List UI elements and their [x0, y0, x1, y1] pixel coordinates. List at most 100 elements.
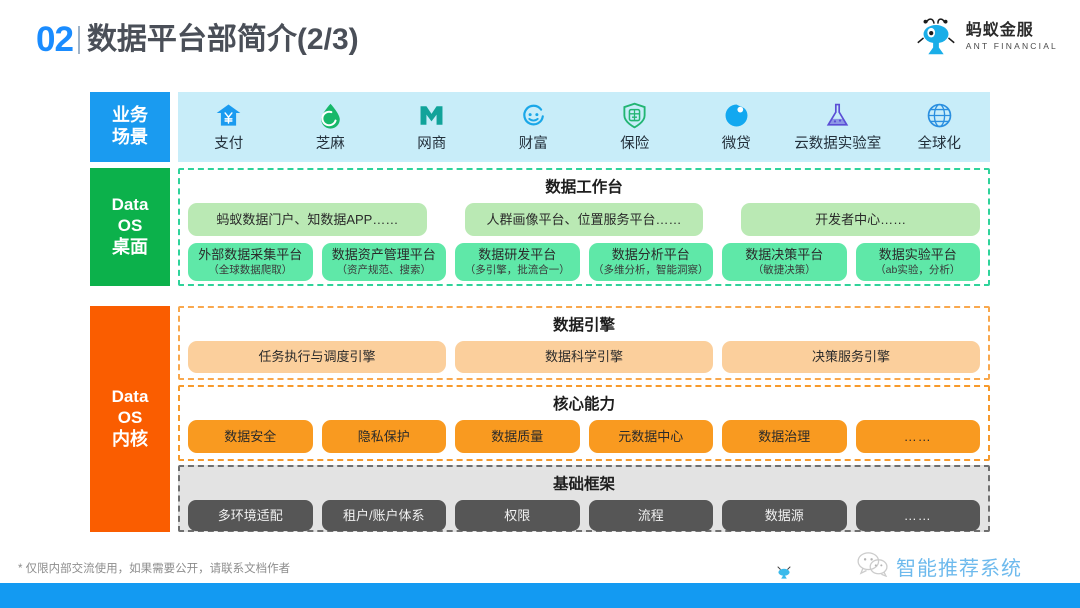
business-scenario-item[interactable]: 全球化 — [889, 101, 991, 153]
chip-title: 流程 — [637, 507, 664, 523]
business-scenario-item[interactable]: 芝麻 — [280, 101, 382, 153]
business-scenario-label: 网商 — [417, 136, 447, 152]
chip-title: 开发者中心…… — [815, 211, 907, 227]
business-scenario-item[interactable]: 网商 — [381, 101, 483, 153]
rail-kernel-line1: Data — [111, 387, 149, 407]
section-title-core: 核心能力 — [552, 396, 615, 413]
wechat-icon — [856, 551, 890, 582]
smiley-ring-icon — [519, 101, 547, 129]
capability-chip[interactable]: 决策服务引擎 — [722, 341, 980, 374]
ant-financial-logo: 蚂蚁金服 ANT FINANCIAL — [913, 14, 1058, 60]
business-scenario-item[interactable]: 财富 — [483, 101, 585, 153]
business-scenario-label: 全球化 — [917, 136, 962, 152]
rail-business-scenario: 业务 场景 — [90, 92, 170, 162]
rail-kernel-line2: OS — [117, 408, 143, 428]
title-divider — [77, 25, 80, 54]
capability-chip[interactable]: 数据资产管理平台（资产规范、搜索） — [321, 243, 446, 282]
chip-title: 数据研发平台 — [478, 247, 557, 263]
house-yen-icon — [215, 101, 243, 129]
capability-chip[interactable]: 元数据中心 — [588, 420, 713, 454]
capability-chip[interactable]: 数据安全 — [188, 420, 313, 454]
base-row-1: 多环境适配 租户/账户体系 权限 流程 数据源 …… — [188, 500, 980, 532]
logo-en-text: ANT FINANCIAL — [965, 41, 1058, 52]
chip-title: 决策服务引擎 — [811, 349, 890, 365]
capability-chip[interactable]: 数据分析平台（多维分析，智能洞察） — [588, 243, 713, 282]
capability-chip[interactable]: 外部数据采集平台（全球数据爬取） — [188, 243, 313, 282]
watermark-text: 智能推荐系统 — [896, 558, 1022, 580]
slide-header: 02 数据平台部简介(2/3) — [0, 0, 1080, 88]
chip-subtitle: （多维分析，智能洞察） — [593, 263, 709, 276]
business-scenario-label: 支付 — [214, 136, 244, 152]
capability-chip[interactable]: 数据质量 — [455, 420, 580, 454]
chip-title: 数据质量 — [491, 428, 544, 444]
business-scenario-item[interactable]: 保险 — [584, 101, 686, 153]
chip-title: 数据决策平台 — [745, 247, 824, 263]
rail-dataos-kernel: Data OS 内核 — [90, 306, 170, 532]
engine-row-1: 任务执行与调度引擎 数据科学引擎 决策服务引擎 — [188, 341, 980, 374]
chip-subtitle: （多引擎，批流合一） — [464, 263, 570, 276]
chip-title: 多环境适配 — [217, 507, 283, 523]
business-scenario-label: 微贷 — [721, 136, 751, 152]
letter-m-icon — [418, 101, 446, 129]
section-data-workbench: 数据工作台 蚂蚁数据门户、知数据APP…… 人群画像平台、位置服务平台…… 开发者中… — [178, 168, 990, 286]
business-scenario-strip: 支付 芝麻网商 财富 保险 微贷 云数据实验室全球化 — [178, 92, 990, 162]
chip-title: 租户/账户体系 — [342, 507, 425, 523]
section-title-workbench: 数据工作台 — [545, 179, 623, 196]
capability-chip[interactable]: …… — [855, 500, 980, 532]
comma-circle-icon — [722, 101, 750, 129]
rail-business-line2: 场景 — [112, 127, 148, 147]
capability-chip[interactable]: 多环境适配 — [188, 500, 313, 532]
rail-desktop-line1: Data — [111, 195, 149, 215]
rail-desktop-line3: 桌面 — [112, 236, 148, 257]
chip-subtitle: （全球数据爬取） — [208, 263, 293, 276]
workbench-row-1: 蚂蚁数据门户、知数据APP…… 人群画像平台、位置服务平台…… 开发者中心…… — [188, 203, 981, 237]
rail-dataos-desktop: Data OS 桌面 — [90, 168, 170, 286]
chip-title: 任务执行与调度引擎 — [258, 349, 376, 365]
capability-chip[interactable]: 隐私保护 — [321, 420, 446, 454]
ant-mascot-icon — [913, 14, 959, 60]
chip-title: 权限 — [504, 507, 531, 523]
section-title-engine: 数据引擎 — [552, 317, 615, 334]
chip-title: 数据科学引擎 — [544, 349, 623, 365]
chip-title: 隐私保护 — [357, 428, 410, 444]
rail-kernel-line3: 内核 — [112, 428, 148, 449]
core-row-1: 数据安全 隐私保护 数据质量 元数据中心 数据治理 …… — [188, 420, 980, 454]
logo-wordmark: 蚂蚁金服 ANT FINANCIAL — [966, 23, 1058, 51]
rail-desktop-line2: OS — [117, 216, 143, 236]
capability-chip[interactable]: 数据科学引擎 — [455, 341, 713, 374]
architecture-diagram: 业务 场景 Data OS 桌面 Data OS 内核 支付 芝麻网商 财富 保险 微贷… — [90, 92, 990, 532]
chip-title: 数据安全 — [224, 428, 277, 444]
capability-chip[interactable]: 数据决策平台（敏捷决策） — [722, 243, 847, 282]
chip-title: …… — [903, 507, 932, 523]
business-scenario-item[interactable]: 支付 — [178, 101, 280, 153]
capability-chip[interactable]: …… — [855, 420, 980, 454]
chip-title: 元数据中心 — [618, 428, 684, 444]
capability-chip[interactable]: 开发者中心…… — [741, 203, 981, 237]
capability-chip[interactable]: 任务执行与调度引擎 — [188, 341, 446, 374]
shield-bao-icon — [621, 101, 649, 129]
section-title-base: 基础框架 — [552, 476, 615, 493]
wechat-watermark: 智能推荐系统 — [856, 551, 1022, 582]
capability-chip[interactable]: 数据治理 — [722, 420, 847, 454]
chip-title: 蚂蚁数据门户、知数据APP…… — [216, 211, 399, 227]
chip-title: 数据治理 — [758, 428, 811, 444]
capability-chip[interactable]: 人群画像平台、位置服务平台…… — [464, 203, 704, 237]
business-scenario-item[interactable]: 云数据实验室 — [787, 101, 889, 153]
business-scenario-label: 财富 — [518, 136, 548, 152]
capability-chip[interactable]: 权限 — [455, 500, 580, 532]
chip-title: …… — [903, 428, 932, 444]
capability-chip[interactable]: 数据研发平台（多引擎，批流合一） — [455, 243, 580, 282]
capability-chip[interactable]: 数据实验平台（ab实验，分析） — [855, 243, 980, 282]
capability-chip[interactable]: 蚂蚁数据门户、知数据APP…… — [188, 203, 427, 237]
chip-title: 外部数据采集平台 — [198, 247, 303, 263]
chip-title: 数据实验平台 — [878, 247, 957, 263]
capability-chip[interactable]: 流程 — [588, 500, 713, 532]
capability-chip[interactable]: 数据源 — [722, 500, 847, 532]
business-scenario-label: 保险 — [620, 136, 650, 152]
section-core-capability: 核心能力 数据安全 隐私保护 数据质量 元数据中心 数据治理 …… — [178, 385, 990, 461]
footer-note: * 仅限内部交流使用，如果需要公开，请联系文档作者 — [18, 563, 291, 575]
business-scenario-item[interactable]: 微贷 — [686, 101, 788, 153]
chip-subtitle: （敏捷决策） — [752, 263, 816, 276]
capability-chip[interactable]: 租户/账户体系 — [321, 500, 446, 532]
